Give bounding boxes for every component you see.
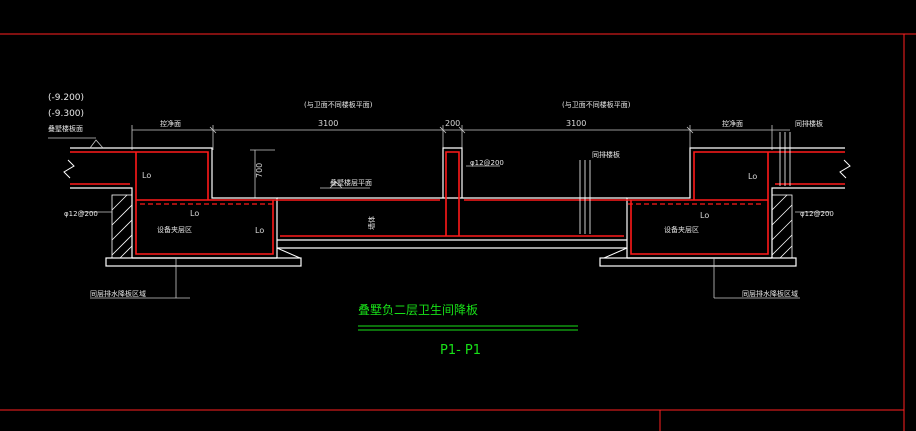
dim-depth: 700 [255, 163, 264, 178]
foot-right: 同层排水降板区域 [742, 289, 798, 298]
lo-label-4: Lo [700, 211, 709, 220]
drawing-title: 叠墅负二层卫生间降板 [358, 303, 478, 317]
leader-lines [48, 137, 830, 299]
zone-left: 设备夹层区 [157, 225, 192, 234]
beam-note: 叠墅楼层平面 [330, 178, 372, 187]
elevation-upper: (-9.200) [48, 93, 84, 103]
lo-label-3: Lo [255, 226, 264, 235]
lo-label-2: Lo [190, 209, 199, 218]
wall-hatch [111, 194, 793, 259]
title-underline [358, 325, 578, 331]
dimension-line-top [131, 125, 790, 150]
ramp-lines [276, 247, 628, 259]
dim-right-top: 控净面 [722, 119, 743, 128]
dim-left-span: 3100 [318, 119, 338, 128]
lo-label-1: Lo [142, 171, 151, 180]
dim-right-span: 3100 [566, 119, 586, 128]
foot-left: 同层排水降板区域 [90, 289, 146, 298]
rebar-mid: φ12@200 [470, 159, 504, 167]
dim-left-top: 控净面 [160, 119, 181, 128]
zone-right: 设备夹层区 [664, 225, 699, 234]
dim-mid-span: 200 [445, 119, 460, 128]
rebar-left: φ12@200 [64, 210, 98, 218]
stair-note: 同排楼板 [592, 150, 620, 159]
span-note-left: (与卫面不同楼板平面) [304, 100, 373, 109]
lo-label-5: Lo [748, 172, 757, 181]
concrete-outline [70, 147, 845, 267]
rebar [70, 151, 845, 255]
rebar-right: φ12@200 [800, 210, 834, 218]
top-left-label: 叠墅楼板面 [48, 124, 83, 133]
right-top-label: 同排楼板 [795, 119, 823, 128]
section-label: P1- P1 [440, 343, 481, 358]
elevation-lower: (-9.300) [48, 109, 84, 119]
break-lines [63, 159, 851, 179]
wall-note: 墙体 [367, 216, 376, 230]
drawing-frame [0, 33, 916, 431]
span-note-right: (与卫面不同楼板平面) [562, 100, 631, 109]
stair-marks [579, 132, 791, 234]
